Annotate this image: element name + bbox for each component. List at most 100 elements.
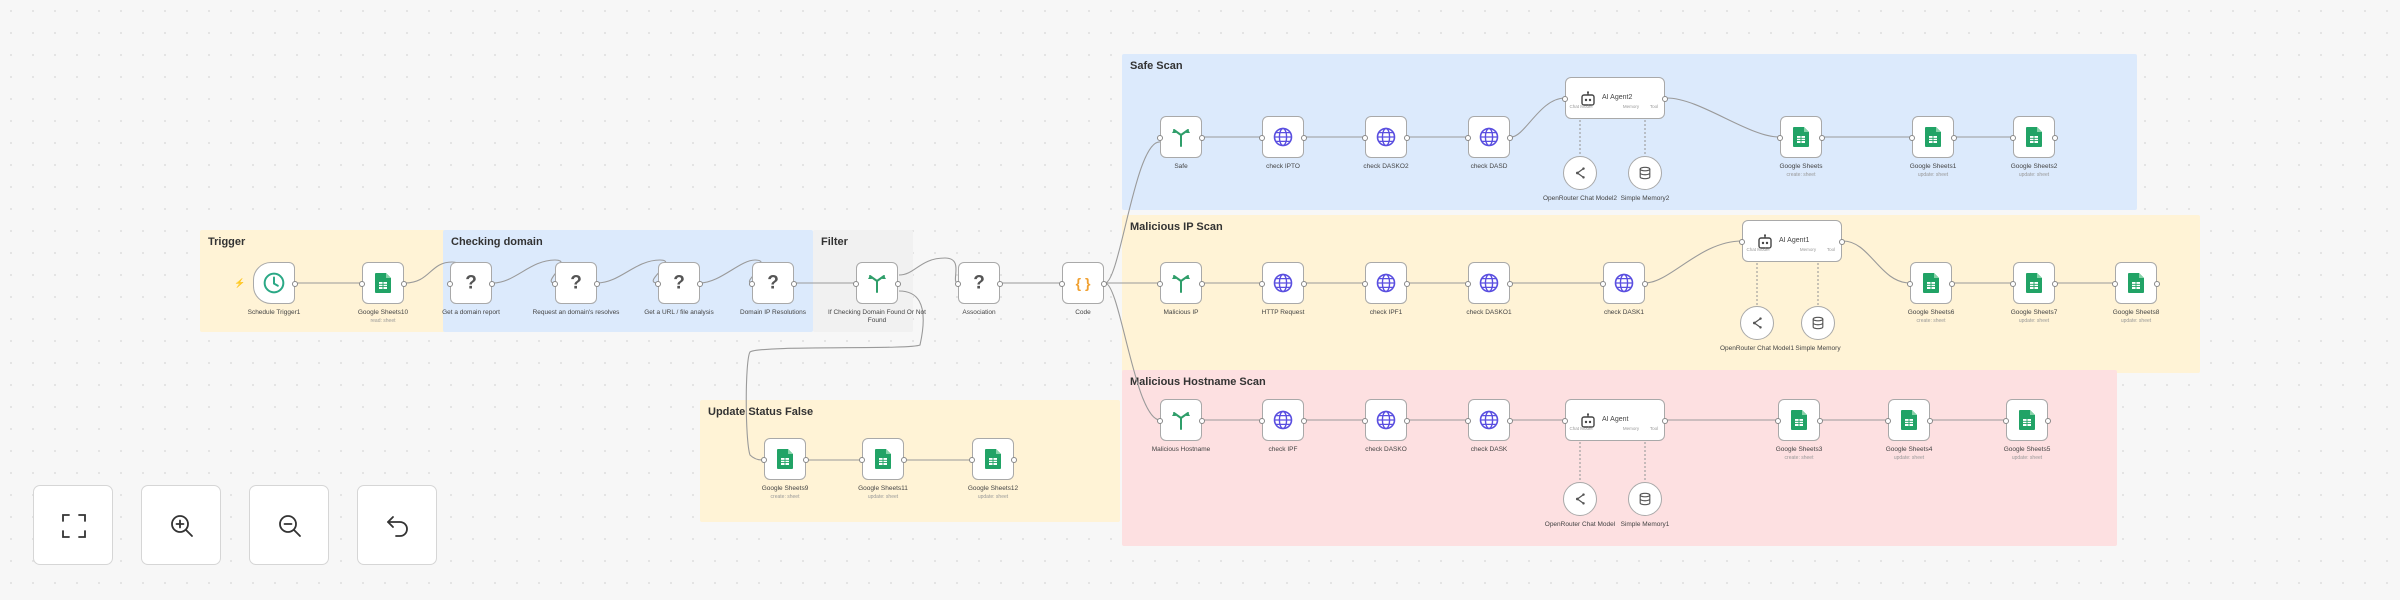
check-ipto-node[interactable]: check IPTO [1259,116,1307,170]
output-port[interactable] [1507,281,1513,287]
association-node[interactable]: ? Association [955,262,1003,316]
openrouter-model2-node[interactable]: OpenRouter Chat Model2 [1543,156,1617,202]
input-port[interactable] [1362,418,1368,424]
input-port[interactable] [853,281,859,287]
check-dasd-node[interactable]: check DASD [1465,116,1513,170]
code-node[interactable]: { } Code [1059,262,1107,316]
output-port[interactable] [1839,239,1845,245]
input-port[interactable] [1157,281,1163,287]
input-port[interactable] [955,281,961,287]
output-port[interactable] [2052,135,2058,141]
output-port[interactable] [1199,281,1205,287]
google-sheets3-node[interactable]: Google Sheets3 create: sheet [1775,399,1823,461]
input-port[interactable] [749,281,755,287]
output-port[interactable] [1642,281,1648,287]
output-port[interactable] [1199,418,1205,424]
input-port[interactable] [1465,418,1471,424]
input-port[interactable] [655,281,661,287]
ai-agent2-node[interactable]: AI Agent2 Chat Model Memory Tool [1562,77,1668,119]
output-port[interactable] [594,281,600,287]
input-port[interactable] [1059,281,1065,287]
domain-resolutions-node[interactable]: ? Request an domain's resolves [533,262,619,316]
ai-agent1-node[interactable]: AI Agent1 Chat Model Memory Tool [1739,220,1845,262]
http-request-node[interactable]: HTTP Request [1259,262,1307,316]
input-port[interactable] [1259,135,1265,141]
output-port[interactable] [1949,281,1955,287]
input-port[interactable] [552,281,558,287]
if-check-domain-node[interactable]: If Checking Domain Found Or Not Found [828,262,926,324]
input-port[interactable] [1362,135,1368,141]
fit-view-button[interactable] [33,485,113,565]
input-port[interactable] [1465,281,1471,287]
check-dasko1-node[interactable]: check DASKO1 [1465,262,1513,316]
check-dasko2-node[interactable]: check DASKO2 [1362,116,1410,170]
input-port[interactable] [447,281,453,287]
simple-memory1-node[interactable]: Simple Memory1 [1621,482,1669,528]
output-port[interactable] [1404,418,1410,424]
input-port[interactable] [1885,418,1891,424]
check-ipf-node[interactable]: check IPF [1259,399,1307,453]
google-sheets9-node[interactable]: Google Sheets9 create: sheet [761,438,809,500]
check-dask1-node[interactable]: check DASK1 [1600,262,1648,316]
google-sheets6-node[interactable]: Google Sheets6 create: sheet [1907,262,1955,324]
input-port[interactable] [969,457,975,463]
output-port[interactable] [697,281,703,287]
output-port[interactable] [1301,418,1307,424]
google-sheets5-node[interactable]: Google Sheets5 update: sheet [2003,399,2051,461]
output-port[interactable] [895,281,901,287]
schedule-trigger-node[interactable]: Schedule Trigger1 [248,262,300,316]
input-port[interactable] [2010,281,2016,287]
output-port[interactable] [2154,281,2160,287]
output-port[interactable] [1404,281,1410,287]
output-port[interactable] [803,457,809,463]
input-port[interactable] [859,457,865,463]
input-port[interactable] [761,457,767,463]
input-port[interactable] [1362,281,1368,287]
input-port[interactable] [1465,135,1471,141]
output-port[interactable] [997,281,1003,287]
output-port[interactable] [1011,457,1017,463]
input-port[interactable] [2112,281,2118,287]
google-sheets12-node[interactable]: Google Sheets12 update: sheet [968,438,1018,500]
input-port[interactable] [1259,418,1265,424]
google-sheets4-node[interactable]: Google Sheets4 update: sheet [1885,399,1933,461]
input-port[interactable] [1259,281,1265,287]
undo-button[interactable] [357,485,437,565]
malicious-hostname-node[interactable]: Malicious Hostname [1152,399,1210,453]
openrouter-model-node[interactable]: OpenRouter Chat Model [1545,482,1615,528]
input-port[interactable] [1562,96,1568,102]
output-port[interactable] [1927,418,1933,424]
output-port[interactable] [1951,135,1957,141]
input-port[interactable] [1739,239,1745,245]
check-ipf1-node[interactable]: check IPF1 [1362,262,1410,316]
google-sheets7-node[interactable]: Google Sheets7 update: sheet [2010,262,2058,324]
simple-memory2-node[interactable]: Simple Memory2 [1621,156,1669,202]
google-sheets-node[interactable]: Google Sheets create: sheet [1777,116,1825,178]
input-port[interactable] [1777,135,1783,141]
output-port[interactable] [1662,96,1668,102]
output-port[interactable] [901,457,907,463]
output-port[interactable] [401,281,407,287]
domain-ip-resolutions-node[interactable]: ? Domain IP Resolutions [740,262,806,316]
output-port[interactable] [1199,135,1205,141]
input-port[interactable] [2010,135,2016,141]
zoom-out-button[interactable] [249,485,329,565]
input-port[interactable] [1909,135,1915,141]
zoom-in-button[interactable] [141,485,221,565]
openrouter-model1-node[interactable]: OpenRouter Chat Model1 [1720,306,1794,352]
output-port[interactable] [1817,418,1823,424]
malicious-ip-node[interactable]: Malicious IP [1157,262,1205,316]
output-port[interactable] [292,281,298,287]
output-port[interactable] [791,281,797,287]
check-dasko-node[interactable]: check DASKO [1362,399,1410,453]
google-sheets2-node[interactable]: Google Sheets2 update: sheet [2010,116,2058,178]
input-port[interactable] [2003,418,2009,424]
safe-node[interactable]: Safe [1157,116,1205,170]
google-sheets10-node[interactable]: Google Sheets10 read: sheet [358,262,408,324]
get-domain-report-node[interactable]: ? Get a domain report [442,262,500,316]
google-sheets1-node[interactable]: Google Sheets1 update: sheet [1909,116,1957,178]
input-port[interactable] [1157,135,1163,141]
input-port[interactable] [359,281,365,287]
output-port[interactable] [1507,135,1513,141]
